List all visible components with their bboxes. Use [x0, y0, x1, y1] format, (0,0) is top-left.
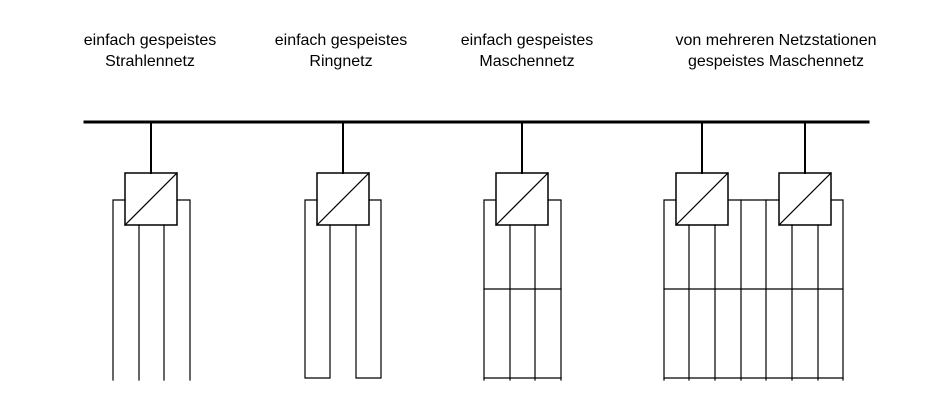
label-mehrfach-maschennetz-line2: gespeistes Maschennetz [687, 53, 865, 70]
label-mehrfach-maschennetz-line1: von mehreren Netzstationen [675, 32, 877, 49]
transformer-icon [124, 172, 178, 226]
label-mehrfach-maschennetz: von mehreren Netzstationen gespeistes Ma… [654, 30, 898, 72]
label-ringnetz-line2: Ringnetz [309, 53, 373, 70]
maschennetz-diagram [483, 121, 562, 381]
label-strahlennetz: einfach gespeistes Strahlennetz [30, 30, 270, 72]
ring-loops [304, 199, 382, 379]
label-maschennetz-line1: einfach gespeistes [460, 32, 594, 49]
strahlennetz-diagram [112, 121, 191, 381]
mesh-lines [663, 199, 844, 381]
transformer-icon [316, 172, 370, 226]
ringnetz-diagram [304, 121, 382, 379]
label-maschennetz-line2: Maschennetz [479, 53, 575, 70]
label-maschennetz: einfach gespeistes Maschennetz [407, 30, 647, 72]
radial-lines [112, 199, 191, 381]
transformer-icon [495, 172, 549, 226]
label-ringnetz-line1: einfach gespeistes [274, 32, 408, 49]
mesh-lines [483, 199, 562, 381]
transformer-icon [675, 172, 729, 226]
label-strahlennetz-line2: Strahlennetz [105, 53, 195, 70]
mehrfach-maschennetz-diagram [663, 121, 844, 381]
label-ringnetz: einfach gespeistes Ringnetz [221, 30, 461, 72]
transformer-icon [778, 172, 832, 226]
label-strahlennetz-line1: einfach gespeistes [83, 32, 217, 49]
